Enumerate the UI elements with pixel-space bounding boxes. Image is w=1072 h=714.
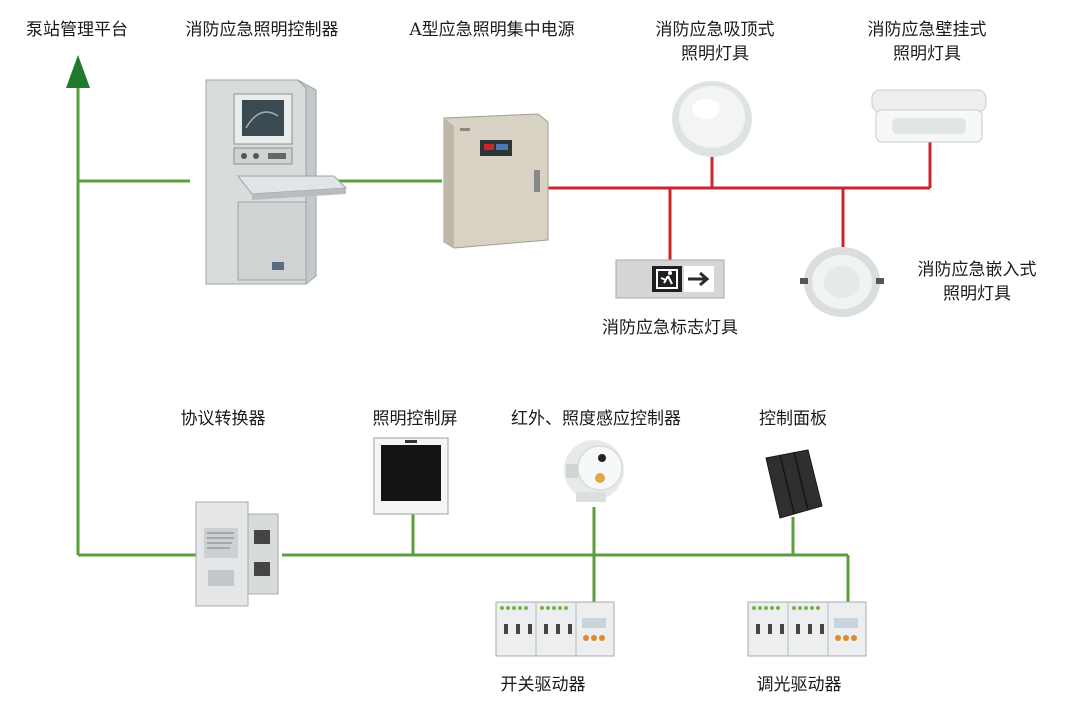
label-switch-driver: 开关驱动器 bbox=[500, 675, 586, 695]
label-embedded-fixture: 消防应急嵌入式 照明灯具 bbox=[902, 258, 1052, 306]
label-ceiling-fixture-line1: 消防应急吸顶式 bbox=[655, 20, 775, 40]
label-sign-fixture: 消防应急标志灯具 bbox=[602, 318, 738, 338]
label-ceiling-fixture-line2: 照明灯具 bbox=[681, 44, 749, 64]
downlight-icon bbox=[800, 247, 884, 317]
label-type-a-power-supply: A型应急照明集中电源 bbox=[409, 20, 575, 40]
label-wall-fixture-line1: 消防应急壁挂式 bbox=[867, 20, 987, 40]
label-embedded-fixture-line2: 照明灯具 bbox=[943, 284, 1011, 304]
label-dimming-driver: 调光驱动器 bbox=[756, 675, 842, 695]
label-embedded-fixture-line1: 消防应急嵌入式 bbox=[917, 260, 1037, 280]
label-wall-fixture: 消防应急壁挂式 照明灯具 bbox=[852, 18, 1002, 66]
din-rail-driver-icon bbox=[495, 601, 615, 657]
sensor-icon bbox=[564, 440, 624, 502]
din-rail-module-icon bbox=[195, 501, 279, 607]
label-emergency-lighting-controller: 消防应急照明控制器 bbox=[185, 20, 339, 40]
ceiling-lamp-icon bbox=[672, 81, 752, 157]
din-rail-driver-icon bbox=[747, 601, 867, 657]
arrow-up-icon bbox=[66, 55, 90, 88]
touch-screen-icon bbox=[373, 437, 449, 515]
label-lighting-control-screen: 照明控制屏 bbox=[372, 409, 458, 429]
label-sensor-controller: 红外、照度感应控制器 bbox=[511, 409, 681, 429]
label-protocol-converter: 协议转换器 bbox=[180, 409, 266, 429]
label-control-panel: 控制面板 bbox=[759, 409, 827, 429]
wall-lamp-icon bbox=[871, 89, 987, 143]
control-cabinet-icon bbox=[205, 79, 348, 286]
exit-sign-icon bbox=[615, 259, 725, 299]
label-wall-fixture-line2: 照明灯具 bbox=[893, 44, 961, 64]
power-box-icon bbox=[443, 113, 549, 249]
label-ceiling-fixture: 消防应急吸顶式 照明灯具 bbox=[640, 18, 790, 66]
label-pump-station-platform: 泵站管理平台 bbox=[26, 20, 128, 40]
switch-panel-icon bbox=[765, 449, 823, 519]
